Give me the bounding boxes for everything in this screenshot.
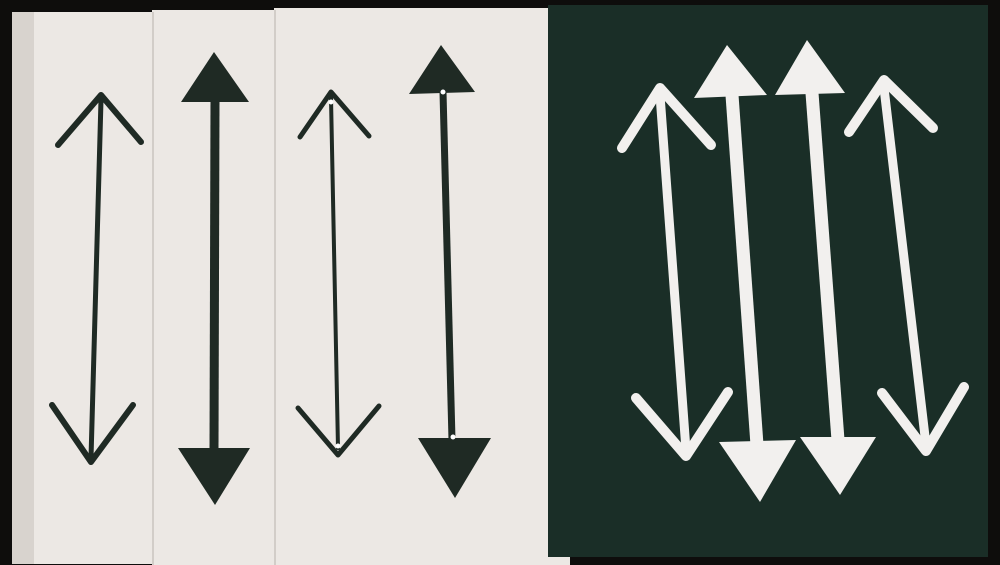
left-edge-shadow [12,12,34,564]
pin-dot-2 [336,444,341,449]
arrow-2-shaft [214,100,215,450]
pin-dot-1 [329,100,334,105]
pin-dot-4 [451,435,456,440]
pin-dot-3 [441,90,446,95]
